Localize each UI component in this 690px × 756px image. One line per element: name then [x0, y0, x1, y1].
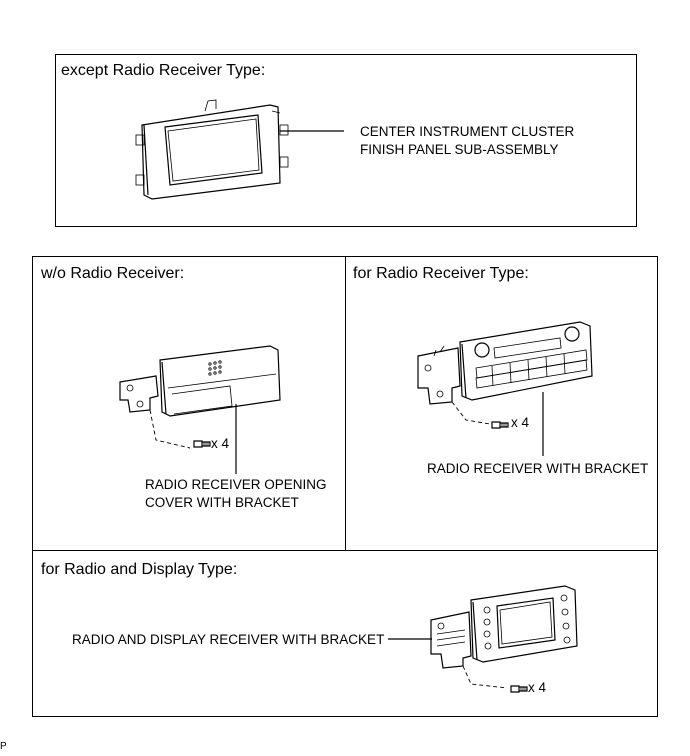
panel-heading-except-radio-receiver: except Radio Receiver Type:	[61, 62, 266, 79]
label-finish-panel-line1: CENTER INSTRUMENT CLUSTER	[360, 124, 575, 139]
footer-mark: P	[0, 741, 7, 752]
panel-for-radio-and-display	[32, 550, 658, 717]
radio-receiver-leader-line	[542, 392, 544, 456]
opening-cover-leader-line	[235, 404, 237, 474]
label-opening-cover-line2: COVER WITH BRACKET	[145, 495, 299, 510]
label-display-receiver: RADIO AND DISPLAY RECEIVER WITH BRACKET	[72, 632, 385, 647]
label-finish-panel-line2: FINISH PANEL SUB-ASSEMBLY	[360, 142, 559, 157]
screw-qty-wo-radio: x 4	[211, 436, 230, 451]
screw-qty-display-receiver: x 4	[528, 680, 547, 695]
panel-heading-for-radio-and-display: for Radio and Display Type:	[41, 561, 238, 578]
screw-qty-radio-receiver: x 4	[511, 415, 530, 430]
radio-receiver-illustration	[417, 321, 593, 425]
screw-icon	[491, 421, 509, 429]
panel-heading-wo-radio-receiver: w/o Radio Receiver:	[41, 265, 185, 282]
finish-panel-illustration	[135, 99, 289, 200]
display-receiver-illustration	[430, 585, 578, 689]
panel-heading-for-radio-receiver: for Radio Receiver Type:	[353, 265, 529, 282]
finish-panel-leader-line	[280, 130, 344, 132]
panel-except-radio-receiver	[55, 54, 637, 227]
display-receiver-leader-line	[388, 638, 432, 640]
opening-cover-illustration	[119, 345, 281, 449]
screw-icon	[510, 685, 528, 693]
label-opening-cover-line1: RADIO RECEIVER OPENING	[145, 477, 327, 492]
label-radio-receiver: RADIO RECEIVER WITH BRACKET	[427, 461, 649, 476]
screw-icon	[193, 440, 211, 448]
